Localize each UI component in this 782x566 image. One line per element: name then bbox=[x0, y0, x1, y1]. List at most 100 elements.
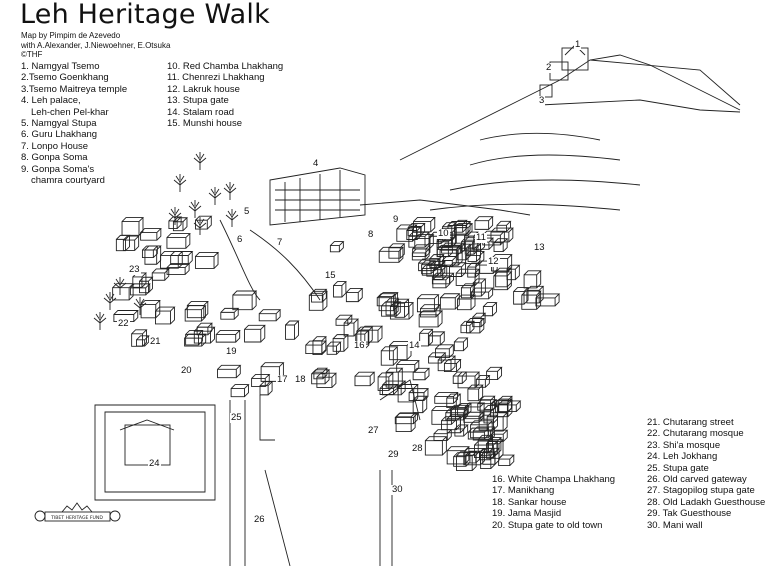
house-sketch bbox=[140, 228, 162, 241]
tree bbox=[93, 312, 107, 330]
tree bbox=[208, 187, 222, 205]
map-marker-18: 18 bbox=[294, 374, 307, 385]
house-sketch bbox=[456, 243, 472, 261]
legend-item: 16. White Champa Lhakhang bbox=[492, 474, 616, 485]
legend-item: 23. Shi'a mosque bbox=[647, 439, 721, 451]
house-sketch bbox=[113, 310, 139, 322]
house-sketch bbox=[441, 416, 462, 431]
house-sketch bbox=[467, 262, 481, 278]
house-sketch bbox=[498, 454, 515, 466]
house-sketch bbox=[160, 250, 184, 269]
house-sketch bbox=[443, 359, 462, 373]
house-sketch bbox=[480, 451, 496, 470]
house-sketch bbox=[455, 268, 481, 286]
house-sketch bbox=[535, 293, 561, 307]
map-marker-12: 12 bbox=[487, 256, 500, 267]
house-sketch bbox=[412, 395, 428, 414]
tree bbox=[193, 152, 207, 170]
house-sketch bbox=[412, 244, 432, 257]
map-marker-23: 23 bbox=[128, 264, 141, 275]
legend-item: 14. Stalam road bbox=[167, 106, 235, 118]
map-marker-1: 1 bbox=[574, 39, 582, 50]
house-sketch bbox=[121, 217, 145, 236]
house-sketch bbox=[406, 226, 423, 240]
house-sketch bbox=[491, 429, 509, 443]
legend-item: 5. Namgyal Stupa bbox=[21, 118, 97, 130]
house-sketch bbox=[513, 287, 530, 305]
house-sketch bbox=[166, 233, 191, 249]
house-sketch bbox=[454, 223, 474, 236]
house-sketch bbox=[446, 393, 462, 409]
legend-item: 11. Chenrezi Lhakhang bbox=[167, 72, 265, 84]
house-sketch bbox=[220, 307, 240, 320]
map-marker-19: 19 bbox=[225, 346, 238, 357]
legend-item: 17. Manikhang bbox=[492, 485, 555, 497]
house-sketch bbox=[466, 318, 485, 334]
house-sketch bbox=[412, 367, 431, 381]
tree bbox=[113, 277, 127, 295]
house-sketch bbox=[486, 366, 503, 380]
map-marker-25: 25 bbox=[230, 412, 243, 423]
house-sketch bbox=[305, 340, 327, 355]
house-sketch bbox=[413, 216, 436, 233]
legend-item: 9. Gonpa Soma's bbox=[21, 163, 95, 175]
credit-line: ©THF bbox=[21, 50, 43, 59]
tree bbox=[168, 207, 182, 225]
house-sketch bbox=[506, 264, 521, 281]
house-sketch bbox=[356, 326, 374, 345]
house-sketch bbox=[395, 412, 417, 433]
legend-item: 22. Chutarang mosque bbox=[647, 428, 744, 440]
house-sketch bbox=[285, 320, 300, 340]
map-marker-20: 20 bbox=[180, 365, 193, 376]
legend-item: 7. Lonpo House bbox=[21, 140, 89, 152]
logo-text: TIBET HERITAGE FUND bbox=[50, 515, 103, 521]
house-sketch bbox=[144, 245, 162, 265]
house-sketch bbox=[452, 371, 468, 384]
house-sketch bbox=[439, 293, 461, 310]
map-marker-13: 13 bbox=[533, 242, 546, 253]
house-sketch bbox=[493, 271, 513, 291]
map-marker-28: 28 bbox=[411, 443, 424, 454]
credit-line: with A.Alexander, J.Niewoehner, E.Otsuka bbox=[21, 40, 171, 50]
house-sketch bbox=[258, 309, 282, 322]
house-sketch bbox=[184, 305, 207, 322]
house-sketch bbox=[474, 216, 494, 230]
house-sketch bbox=[411, 248, 431, 261]
legend-item: 2.Tsemo Goenkhang bbox=[21, 72, 109, 84]
tree bbox=[193, 217, 207, 235]
map-marker-10: 10 bbox=[437, 228, 450, 239]
legend-item: 26. Old carved gateway bbox=[647, 474, 747, 486]
house-sketch bbox=[424, 436, 448, 456]
legend-item: 30. Mani wall bbox=[647, 519, 703, 531]
house-sketch bbox=[215, 329, 241, 343]
legend-column-3: 16. White Champa Lhakhang 17. Manikhang … bbox=[492, 474, 615, 531]
house-sketch bbox=[195, 215, 213, 230]
map-marker-24: 24 bbox=[148, 458, 161, 469]
house-sketch bbox=[482, 302, 498, 317]
house-sketch bbox=[139, 276, 154, 294]
map-marker-29: 29 bbox=[387, 449, 400, 460]
house-sketch bbox=[332, 334, 349, 352]
house-sketch bbox=[389, 302, 415, 320]
house-sketch bbox=[326, 341, 342, 355]
tree bbox=[225, 209, 239, 227]
house-sketch bbox=[333, 281, 347, 298]
house-sketch bbox=[115, 234, 131, 252]
map-marker-8: 8 bbox=[367, 229, 375, 240]
map-marker-30: 30 bbox=[391, 484, 404, 495]
tree bbox=[173, 174, 187, 192]
legend-item: 21. Chutarang street bbox=[647, 417, 734, 428]
map-marker-16: 16 bbox=[353, 340, 366, 351]
house-sketch bbox=[460, 320, 476, 334]
house-sketch bbox=[230, 384, 250, 398]
house-sketch bbox=[394, 298, 410, 318]
house-sketch bbox=[453, 337, 469, 352]
map-marker-6: 6 bbox=[236, 234, 244, 245]
legend-item: 6. Guru Lhakhang bbox=[21, 129, 98, 141]
map-marker-4: 4 bbox=[312, 158, 320, 169]
house-sketch bbox=[196, 322, 213, 336]
tsemo-hill bbox=[399, 44, 741, 211]
house-sketch bbox=[418, 310, 444, 328]
map-marker-17: 17 bbox=[276, 374, 289, 385]
